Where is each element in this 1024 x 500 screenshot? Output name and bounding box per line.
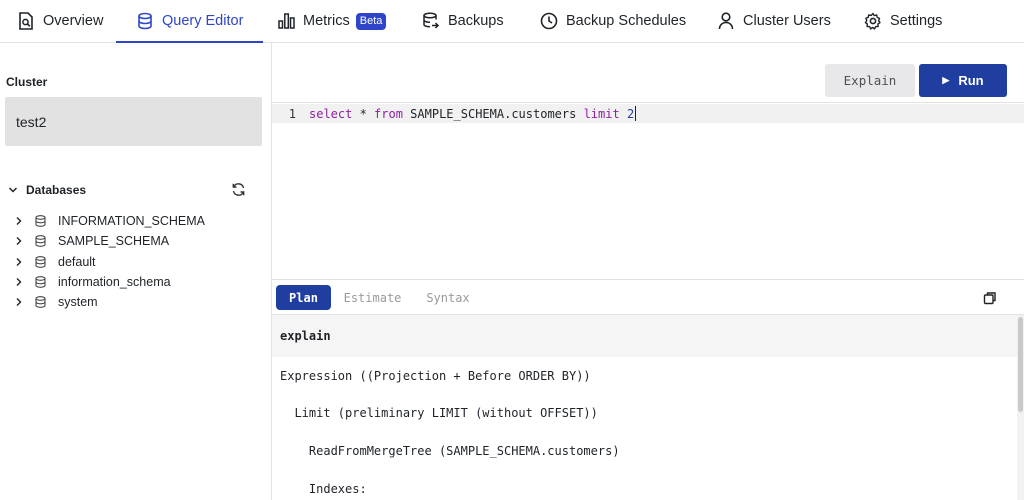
text-token xyxy=(620,107,627,121)
chevron-right-icon xyxy=(15,257,25,267)
copy-icon[interactable] xyxy=(983,291,997,305)
output-line: Indexes: xyxy=(280,482,367,496)
chevron-right-icon xyxy=(15,297,25,307)
run-label: Run xyxy=(958,73,984,88)
database-icon xyxy=(136,12,154,30)
top-navigation: Overview Query Editor Metrics Beta Backu… xyxy=(0,0,1024,43)
database-name: INFORMATION_SCHEMA xyxy=(58,214,205,229)
tab-overview[interactable]: Overview xyxy=(17,0,103,42)
sql-editor[interactable]: 1 select * from SAMPLE_SCHEMA.customers … xyxy=(272,103,1024,280)
text-cursor xyxy=(635,106,637,121)
tab-backups-label: Backups xyxy=(448,13,504,29)
output-line: ReadFromMergeTree (SAMPLE_SCHEMA.custome… xyxy=(280,444,620,458)
chevron-right-icon xyxy=(15,236,25,246)
tab-backups[interactable]: Backups xyxy=(422,0,504,42)
beta-badge: Beta xyxy=(355,12,387,30)
database-icon xyxy=(35,296,47,309)
left-panel: Cluster test2 Databases INFORMATION_SCHE… xyxy=(0,43,272,500)
databases-label: Databases xyxy=(26,183,87,197)
code-line[interactable]: 1 select * from SAMPLE_SCHEMA.customers … xyxy=(272,104,1024,123)
databases-header[interactable]: Databases xyxy=(8,181,258,199)
database-item[interactable]: system xyxy=(15,292,205,312)
tab-metrics-label: Metrics xyxy=(303,13,350,29)
bar-chart-icon xyxy=(277,12,295,30)
tab-query-editor-label: Query Editor xyxy=(162,13,244,29)
editor-toolbar: Explain ▶ Run xyxy=(272,43,1024,103)
explain-button[interactable]: Explain xyxy=(825,64,915,97)
database-icon xyxy=(35,235,47,248)
result-tabs: Plan Estimate Syntax xyxy=(272,280,1024,315)
tab-syntax[interactable]: Syntax xyxy=(426,290,470,305)
scrollbar-thumb[interactable] xyxy=(1018,317,1023,412)
text-token: SAMPLE_SCHEMA.customers xyxy=(402,106,584,121)
tab-plan[interactable]: Plan xyxy=(276,285,331,310)
keyword-token: limit xyxy=(583,106,620,121)
database-item[interactable]: information_schema xyxy=(15,272,205,292)
tab-metrics[interactable]: Metrics Beta xyxy=(277,0,387,42)
database-name: default xyxy=(58,254,96,269)
tab-cluster-users[interactable]: Cluster Users xyxy=(717,0,831,42)
run-button[interactable]: ▶ Run xyxy=(919,64,1007,97)
output-header: explain xyxy=(272,315,1017,357)
user-icon xyxy=(717,12,735,30)
text-token: * xyxy=(352,106,375,121)
clock-icon xyxy=(540,12,558,30)
play-icon: ▶ xyxy=(942,75,950,85)
keyword-token: from xyxy=(374,106,403,121)
tab-overview-label: Overview xyxy=(43,13,104,29)
tab-backup-schedules[interactable]: Backup Schedules xyxy=(540,0,686,42)
tab-cluster-users-label: Cluster Users xyxy=(743,13,831,29)
cluster-label: Cluster xyxy=(6,75,48,89)
database-name: information_schema xyxy=(58,275,171,290)
chevron-down-icon xyxy=(8,185,18,195)
document-search-icon xyxy=(17,12,35,30)
line-number: 1 xyxy=(288,106,296,121)
number-token: 2 xyxy=(626,106,635,121)
database-name: system xyxy=(58,295,98,310)
gear-icon xyxy=(864,12,882,30)
database-item[interactable]: SAMPLE_SCHEMA xyxy=(15,231,205,251)
refresh-icon[interactable] xyxy=(231,182,246,197)
chevron-right-icon xyxy=(15,277,25,287)
tab-query-editor[interactable]: Query Editor xyxy=(115,0,264,43)
output-line: Expression ((Projection + Before ORDER B… xyxy=(280,369,591,383)
tab-estimate[interactable]: Estimate xyxy=(343,290,402,305)
chevron-right-icon xyxy=(15,216,25,226)
backup-icon xyxy=(422,12,440,30)
database-icon xyxy=(35,215,47,227)
keyword-token: select xyxy=(309,106,353,121)
database-name: SAMPLE_SCHEMA xyxy=(58,234,170,249)
database-icon xyxy=(35,276,47,288)
database-item[interactable]: INFORMATION_SCHEMA xyxy=(15,211,205,231)
vertical-scrollbar[interactable] xyxy=(1017,315,1024,500)
database-item[interactable]: default xyxy=(15,252,205,272)
tab-settings[interactable]: Settings xyxy=(864,0,942,42)
cluster-selector[interactable]: test2 xyxy=(5,97,262,146)
database-list: INFORMATION_SCHEMA SAMPLE_SCHEMA default… xyxy=(15,211,205,312)
output-line: Limit (preliminary LIMIT (without OFFSET… xyxy=(280,406,598,420)
plan-output: explain Expression ((Projection + Before… xyxy=(272,315,1024,500)
tab-settings-label: Settings xyxy=(890,13,943,29)
database-icon xyxy=(35,255,47,268)
tab-backup-schedules-label: Backup Schedules xyxy=(566,13,687,29)
